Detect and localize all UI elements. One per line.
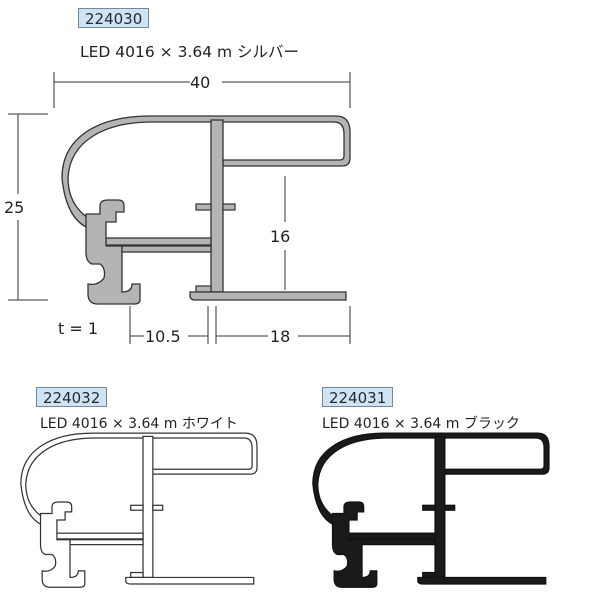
product-caption-black: LED 4016 × 3.64 m ブラック (322, 416, 520, 432)
profile-black (312, 432, 550, 588)
dimension-lines (8, 72, 351, 344)
dim-width: 40 (190, 73, 210, 92)
dim-height: 25 (4, 198, 24, 217)
product-code-black: 224031 (322, 387, 394, 407)
product-code-white: 224032 (36, 387, 108, 407)
product-caption-white: LED 4016 × 3.64 m ホワイト (40, 416, 238, 432)
profile-silver (61, 115, 351, 305)
dim-left-segment: 10.5 (145, 327, 181, 346)
dim-thickness: t = 1 (58, 319, 98, 338)
dim-right-segment: 18 (270, 327, 290, 346)
profile-white (20, 432, 258, 588)
product-caption-silver: LED 4016 × 3.64 m シルバー (80, 43, 300, 61)
product-code-silver: 224030 (78, 8, 150, 28)
dim-inner-height: 16 (270, 227, 290, 246)
